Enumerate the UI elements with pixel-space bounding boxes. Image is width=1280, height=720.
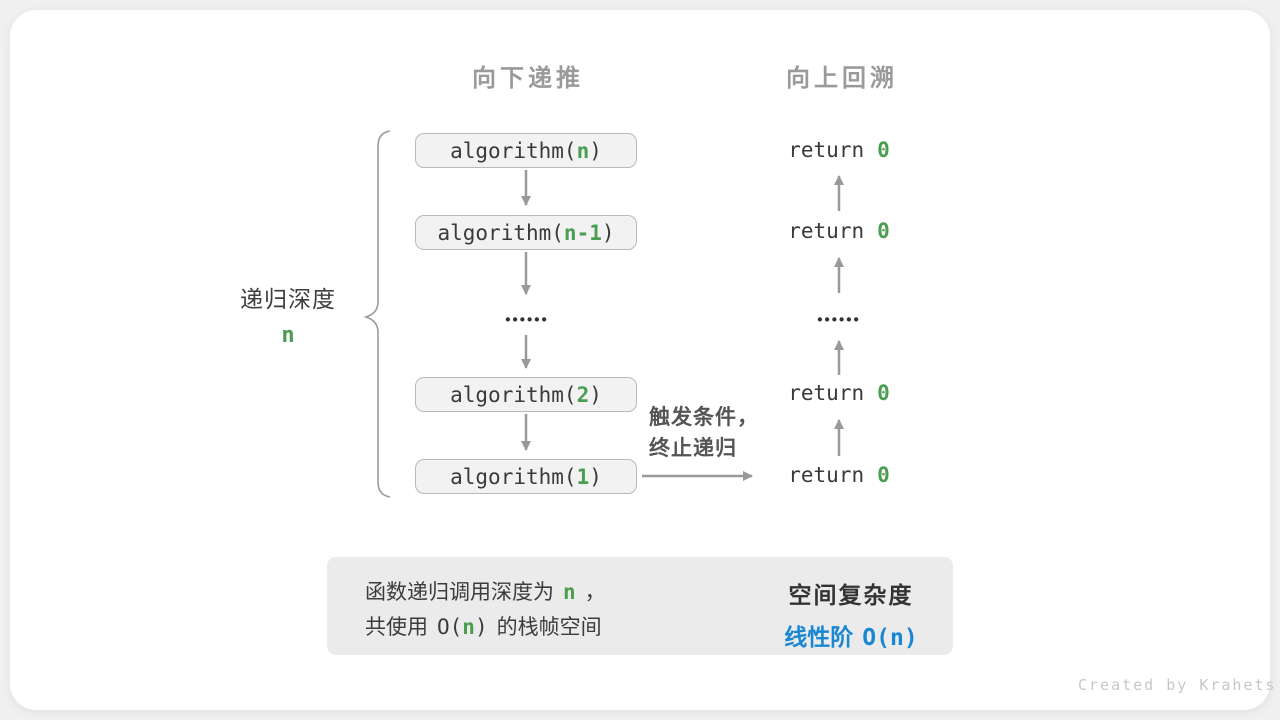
column-header-upward: 向上回溯 [786,65,898,92]
call-box-algorithm-1: algorithm(1) [415,459,637,494]
return-keyword: return [788,463,865,487]
left-column-ellipsis: •••••• [505,311,549,329]
return-keyword: return [788,138,865,162]
call-arg: n [576,138,590,163]
termination-note-line2: 终止递归 [649,437,737,460]
call-text: algorithm( [437,220,564,245]
summary-var-n: n [563,580,576,604]
call-text: ) [601,220,615,245]
call-text: ) [589,382,602,407]
call-arg: 2 [576,382,590,407]
return-keyword: return [788,381,865,405]
call-box-algorithm-n: algorithm(n) [415,133,637,168]
return-statement: return 0 [788,463,890,487]
right-column-ellipsis: •••••• [817,311,861,329]
return-value: 0 [877,138,890,162]
recursion-depth-var: n [281,323,295,348]
return-value: 0 [877,381,890,405]
call-box-algorithm-n-1: algorithm(n-1) [415,215,637,250]
call-text: ) [589,464,602,489]
call-text: ) [589,138,602,163]
call-text: algorithm( [450,382,577,407]
return-statement: return 0 [788,138,890,162]
termination-note: 触发条件， 终止递归 [649,402,759,464]
call-text: algorithm( [450,464,577,489]
summary-var-n: n [462,615,475,639]
return-statement: return 0 [788,219,890,243]
recursion-depth-label: 递归深度 n [228,280,348,348]
column-header-downward: 向下递推 [472,65,584,92]
call-box-algorithm-2: algorithm(2) [415,377,637,412]
credit-text: Created by Krahets [1078,676,1277,694]
return-value: 0 [877,219,890,243]
call-arg: 1 [576,464,590,489]
call-text: algorithm( [450,138,577,163]
space-complexity-title: 空间复杂度 [788,582,914,608]
termination-note-line1: 触发条件， [649,406,759,429]
return-value: 0 [877,463,890,487]
return-statement: return 0 [788,381,890,405]
call-arg: n-1 [563,220,602,245]
summary-panel [327,557,953,655]
recursion-depth-text: 递归深度 [240,286,336,312]
return-keyword: return [788,219,865,243]
